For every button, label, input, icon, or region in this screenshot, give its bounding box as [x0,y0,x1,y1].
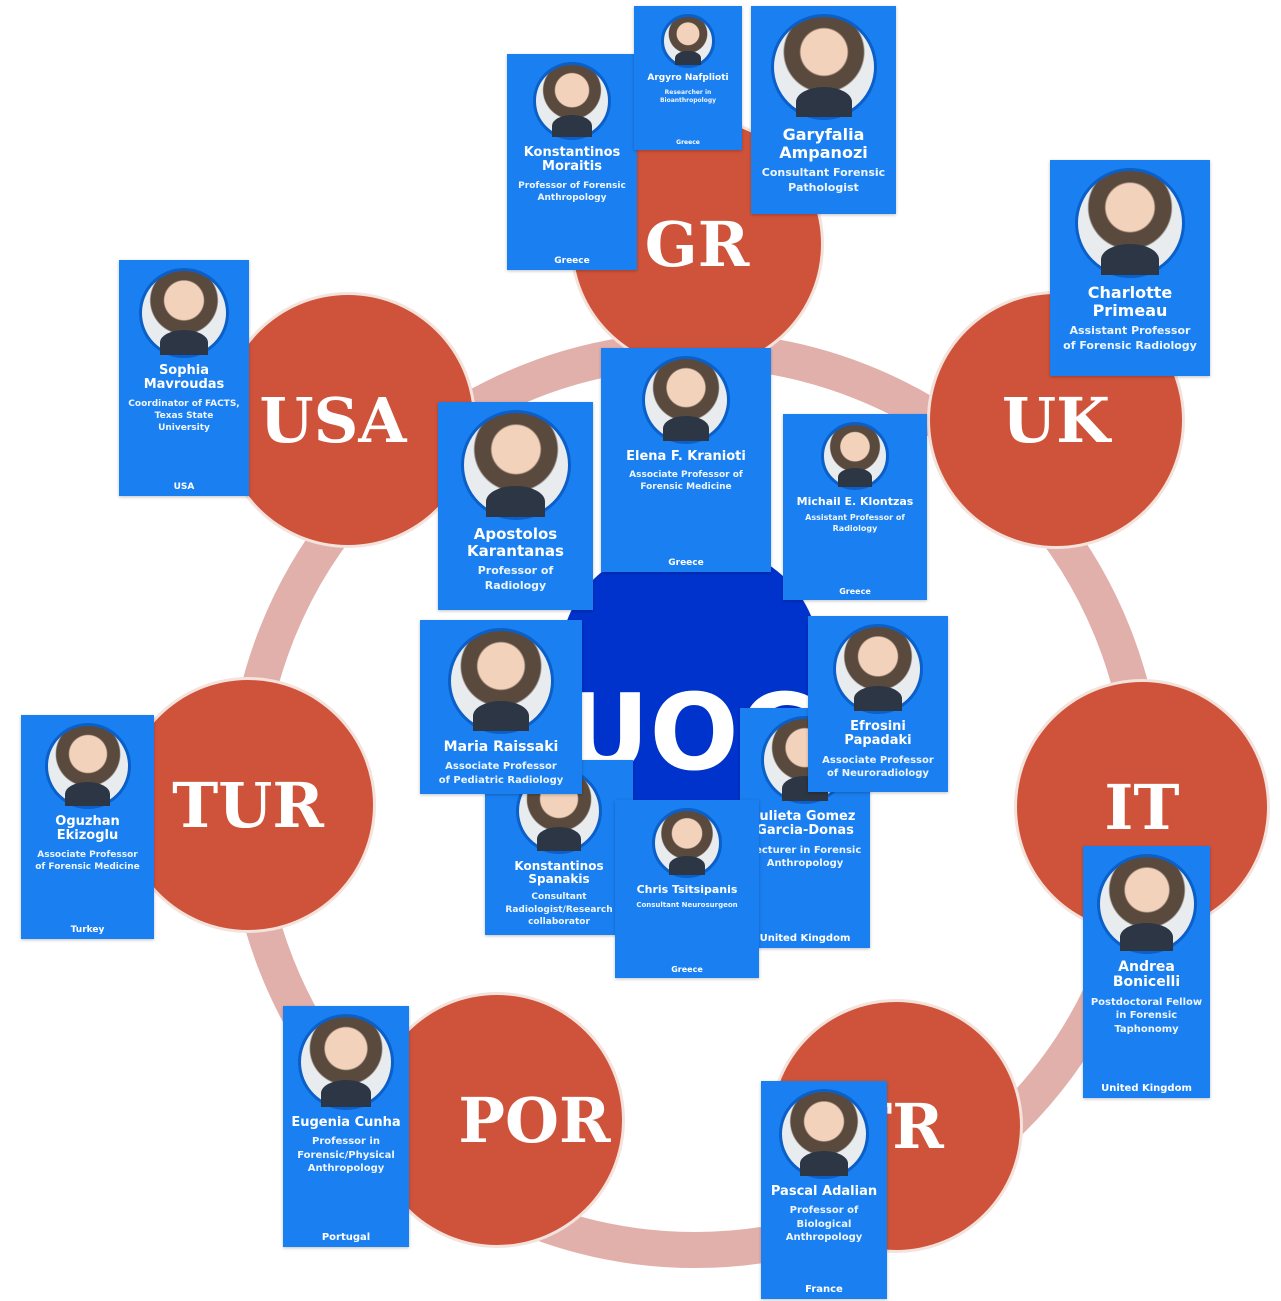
person-name: Argyro Nafplioti [647,73,729,83]
person-role: Assistant Professor of Forensic Radiolog… [1063,324,1197,353]
person-role: Assistant Professor of Radiology [805,513,905,533]
person-card-nafplioti: Argyro Nafplioti Researcher in Bioanthro… [634,6,742,150]
avatar [44,723,131,809]
person-card-ampanozi: Garyfalia Ampanozi Consultant Forensic P… [751,6,896,214]
person-card-klontzas: Michail E. Klontzas Assistant Professor … [783,414,927,600]
person-role: Professor of Forensic Anthropology [518,180,626,203]
avatar [1096,854,1197,954]
person-card-mavroudas: Sophia Mavroudas Coordinator of FACTS, T… [119,260,249,496]
person-name: Konstantinos Moraitis [523,145,621,175]
person-name: Oguzhan Ekizoglu [55,814,120,844]
person-role: Consultant Radiologist/Research collabor… [505,892,613,927]
person-country: Turkey [70,925,105,935]
person-role: Associate Professor of Forensic Medicine [35,849,140,872]
person-name: Charlotte Primeau [1087,283,1173,320]
avatar [448,628,554,734]
avatar [779,1089,869,1179]
person-name: Apostolos Karantanas [467,525,564,560]
node-label-uk: UK [1002,383,1110,457]
person-card-tsitsipanis: Chris Tsitsipanis Consultant Neurosurgeo… [615,800,759,978]
avatar [642,356,730,444]
person-role: Researcher in Bioanthropology [659,88,717,104]
person-card-karantanas: Apostolos Karantanas Professor of Radiol… [438,402,593,610]
avatar [460,410,571,520]
person-card-primeau: Charlotte Primeau Assistant Professor of… [1050,160,1210,376]
node-por: POR [372,995,622,1245]
person-role: Professor in Forensic/Physical Anthropol… [297,1136,395,1175]
person-card-kranioti: Elena F. Kranioti Associate Professor of… [601,348,771,572]
person-card-ekizoglu: Oguzhan Ekizoglu Associate Professor of … [21,715,154,939]
person-country: Greece [676,139,700,146]
node-tur: TUR [123,680,373,930]
person-name: Efrosini Papadaki [844,719,912,749]
person-card-cunha: Eugenia Cunha Professor in Forensic/Phys… [283,1006,409,1247]
avatar [533,62,611,140]
avatar [770,14,877,120]
person-card-moraitis: Konstantinos Moraitis Professor of Foren… [507,54,637,270]
node-label-por: POR [458,1083,611,1157]
person-card-bonicelli: Andrea Bonicelli Postdoctoral Fellow in … [1083,846,1210,1098]
node-usa: USA [223,295,473,545]
person-role: Associate Professor of Forensic Medicine [629,470,743,493]
node-label-tur: TUR [172,768,324,842]
person-name: Garyfalia Ampanozi [779,125,868,162]
person-country: Portugal [321,1232,371,1243]
node-label-it: IT [1104,770,1180,844]
person-country: Greece [668,558,704,568]
person-country: Greece [839,587,871,596]
person-country: USA [173,482,195,492]
person-name: Michail E. Klontzas [796,495,914,508]
person-role: Associate Professor of Pediatric Radiolo… [438,761,564,786]
person-role: Coordinator of FACTS, Texas State Univer… [128,398,240,433]
avatar [652,808,722,878]
person-country: France [805,1284,843,1295]
node-label-usa: USA [259,383,407,457]
person-name: Pascal Adalian [770,1184,878,1199]
avatar [833,624,923,714]
person-name: Eugenia Cunha [291,1115,401,1130]
node-label-gr: GR [644,207,750,281]
person-country: United Kingdom [1101,1083,1192,1094]
person-role: Postdoctoral Fellow in Forensic Taphonom… [1090,996,1203,1035]
avatar [821,422,889,490]
person-role: Professor of Biological Anthropology [785,1205,863,1244]
person-name: Chris Tsitsipanis [636,883,738,896]
person-role: Professor of Radiology [477,564,554,592]
person-role: Consultant Forensic Pathologist [761,166,886,195]
avatar [1075,168,1185,278]
person-role: Consultant Neurosurgeon [636,901,738,910]
person-country: Greece [671,965,703,974]
person-name: Andrea Bonicelli [1112,959,1181,991]
avatar [139,268,229,358]
person-card-raissaki: Maria Raissaki Associate Professor of Pe… [420,620,582,794]
person-country: United Kingdom [759,933,851,944]
person-name: Konstantinos Spanakis [514,859,604,887]
avatar [661,14,715,68]
person-name: Elena F. Kranioti [626,449,746,464]
person-card-papadaki: Efrosini Papadaki Associate Professor of… [808,616,948,792]
avatar [298,1014,394,1110]
person-name: Julieta Gomez Garcia-Donas [754,809,856,839]
person-name: Maria Raissaki [443,739,559,755]
person-name: Sophia Mavroudas [143,363,225,393]
person-country: Greece [554,256,590,266]
person-card-adalian: Pascal Adalian Professor of Biological A… [761,1081,887,1299]
person-role: Associate Professor of Neuroradiology [822,754,934,780]
person-role: Lecturer in Forensic Anthropology [748,844,862,870]
